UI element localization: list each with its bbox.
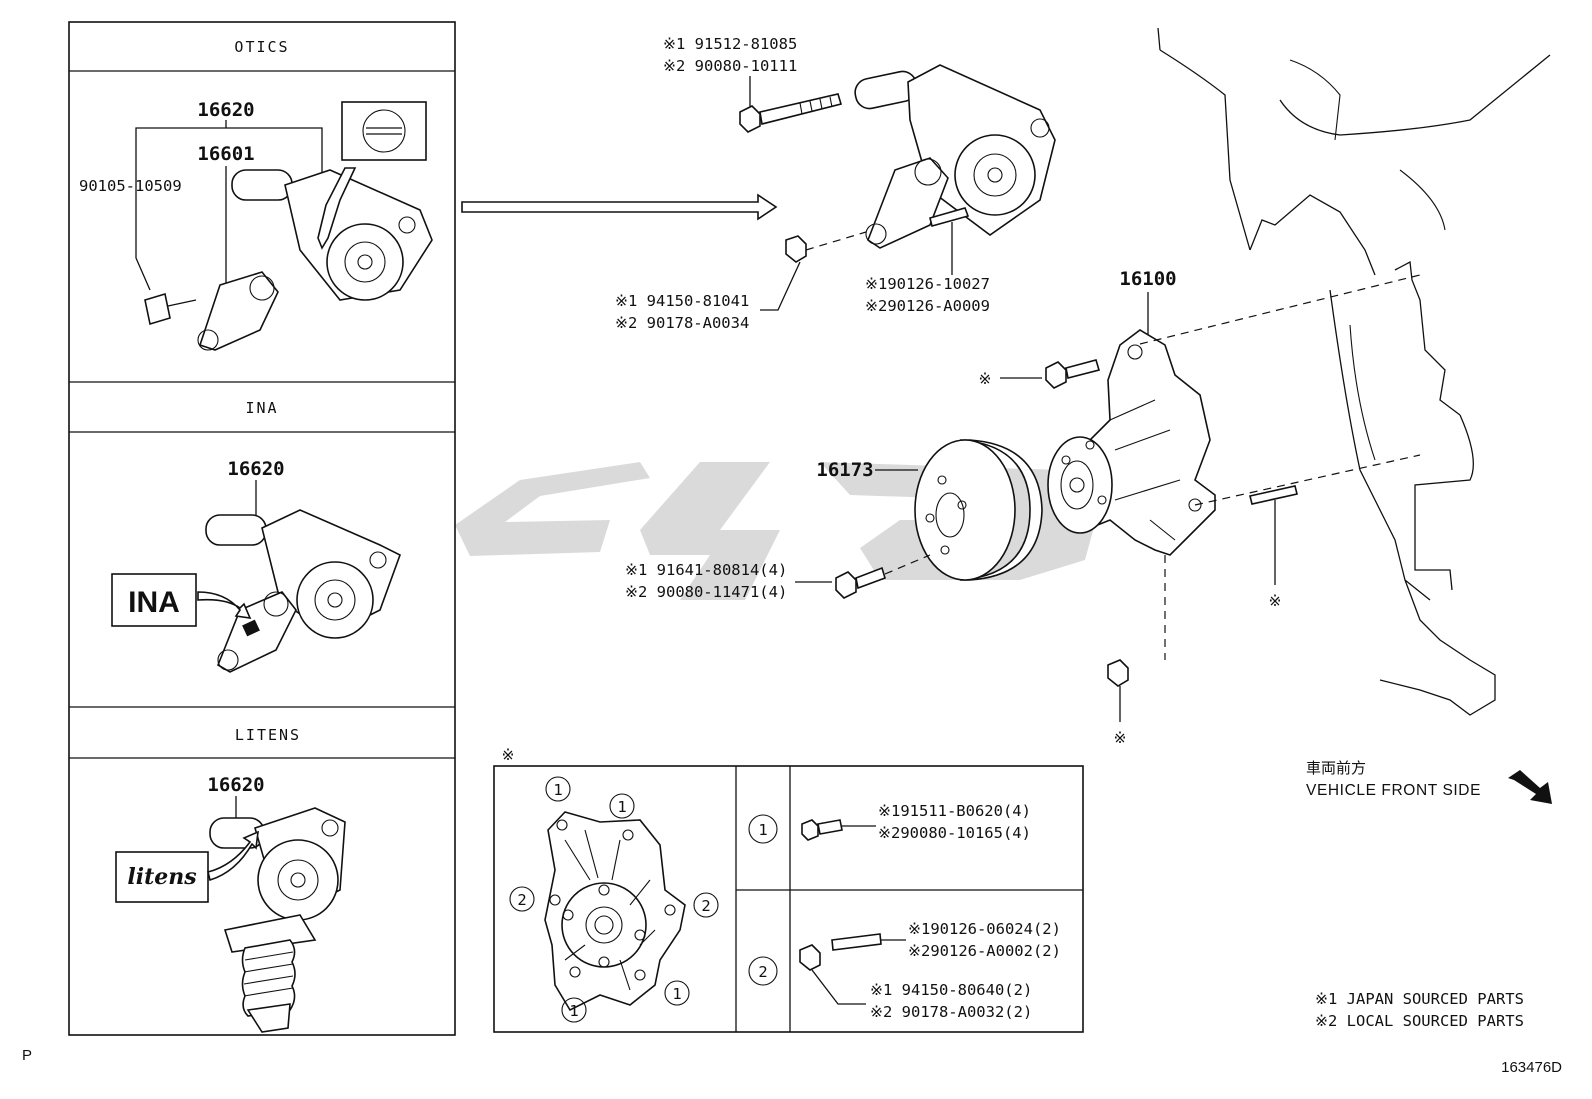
row2-stud-part-japan: ※190126-06024(2) — [908, 920, 1061, 938]
footer-page-code: P — [22, 1047, 32, 1064]
pump-top-bolt-ref: ※ — [979, 370, 992, 388]
row2-stud-part-local: ※290126-A0002(2) — [908, 942, 1061, 960]
pump-bottom-nut-ref: ※ — [1114, 729, 1127, 747]
ina-brand-label: INA — [128, 586, 180, 619]
row1-callout: 1 — [758, 821, 767, 839]
row2-nut — [799, 944, 821, 971]
row2-nut-part-japan: ※1 94150-80640(2) — [870, 981, 1032, 999]
ina-tensioner-assembly — [205, 509, 401, 673]
figure-code: 163476D — [1501, 1059, 1562, 1076]
otics-tensioner-assembly — [144, 169, 433, 351]
legend-japan: ※1 JAPAN SOURCED PARTS — [1315, 990, 1524, 1008]
detail-ref-mark: ※ — [502, 746, 515, 764]
row2-stud — [831, 933, 882, 951]
otics-tensioner-number: 16601 — [197, 143, 254, 165]
bolt-top-part-local: ※2 90080-10111 — [663, 57, 797, 75]
stud-mid-part-japan: ※190126-10027 — [865, 275, 990, 293]
nut-left-part-local: ※2 90178-A0034 — [615, 314, 749, 332]
detail-callouts — [509, 776, 719, 1023]
litens-tensioner-assembly — [209, 807, 346, 1033]
otics-marking-inset — [317, 101, 427, 250]
tensioner-bolt — [739, 93, 843, 133]
pump-stud-ref: ※ — [1269, 592, 1282, 610]
detail-table-frame — [493, 765, 1084, 1033]
pump-to-block-lower-dash — [1194, 454, 1421, 506]
stud-mid-part-local: ※290126-A0009 — [865, 297, 990, 315]
otics-bolt-number: 90105-10509 — [79, 177, 182, 195]
callout-1a: 1 — [553, 781, 562, 799]
row1-bolt — [801, 819, 843, 841]
litens-label-box — [115, 830, 259, 903]
callout-2a: 2 — [517, 891, 526, 909]
detail-pump-face — [544, 811, 686, 1012]
pulley-bolt — [835, 554, 931, 599]
callout-1c: 1 — [569, 1002, 578, 1020]
ina-assembly-number: 16620 — [227, 458, 284, 480]
direction-english: VEHICLE FRONT SIDE — [1306, 782, 1481, 799]
front-arrow-icon — [1508, 770, 1552, 804]
pump-stud — [1249, 485, 1298, 505]
pump-top-bolt — [1045, 359, 1101, 389]
row1-callout-circle — [748, 814, 778, 844]
row1-part-local: ※290080-10165(4) — [878, 824, 1031, 842]
tensioner-nut — [785, 231, 867, 263]
water-pump-number: 16100 — [1119, 268, 1176, 290]
variants-frame — [68, 21, 456, 1036]
callout-1d: 1 — [672, 985, 681, 1003]
otics-leaders — [135, 120, 323, 291]
main-tensioner-assembly — [854, 64, 1056, 249]
litens-assembly-number: 16620 — [207, 774, 264, 796]
otics-title: OTICS — [234, 38, 289, 56]
row2-callout: 2 — [758, 963, 767, 981]
water-pump — [1047, 329, 1216, 556]
pump-to-block-upper-dash — [1139, 274, 1421, 345]
row1-part-japan: ※191511-B0620(4) — [878, 802, 1031, 820]
litens-brand-label: litens — [127, 864, 196, 890]
row2-nut-part-local: ※2 90178-A0032(2) — [870, 1003, 1032, 1021]
ina-label-box — [111, 573, 252, 627]
row2-callout-circle — [748, 956, 778, 986]
otics-assembly-number: 16620 — [197, 99, 254, 121]
callout-1b: 1 — [617, 798, 626, 816]
ina-title: INA — [245, 399, 278, 417]
nut-left-part-japan: ※1 94150-81041 — [615, 292, 749, 310]
legend-local: ※2 LOCAL SOURCED PARTS — [1315, 1012, 1524, 1030]
bolt-top-part-japan: ※1 91512-81085 — [663, 35, 797, 53]
engine-block-outline — [1157, 27, 1551, 716]
pump-bottom-nut — [1107, 659, 1129, 687]
callout-2b: 2 — [701, 897, 710, 915]
pulley-number: 16173 — [816, 459, 873, 481]
pulley-bolt-part-japan: ※1 91641-80814(4) — [625, 561, 787, 579]
litens-title: LITENS — [235, 726, 301, 744]
variants-panel — [68, 21, 456, 1036]
pulley-bolt-part-local: ※2 90080-11471(4) — [625, 583, 787, 601]
water-pump-pulley — [914, 439, 1043, 581]
direction-japanese: 車両前方 — [1306, 759, 1366, 777]
to-main-arrow — [461, 193, 778, 221]
